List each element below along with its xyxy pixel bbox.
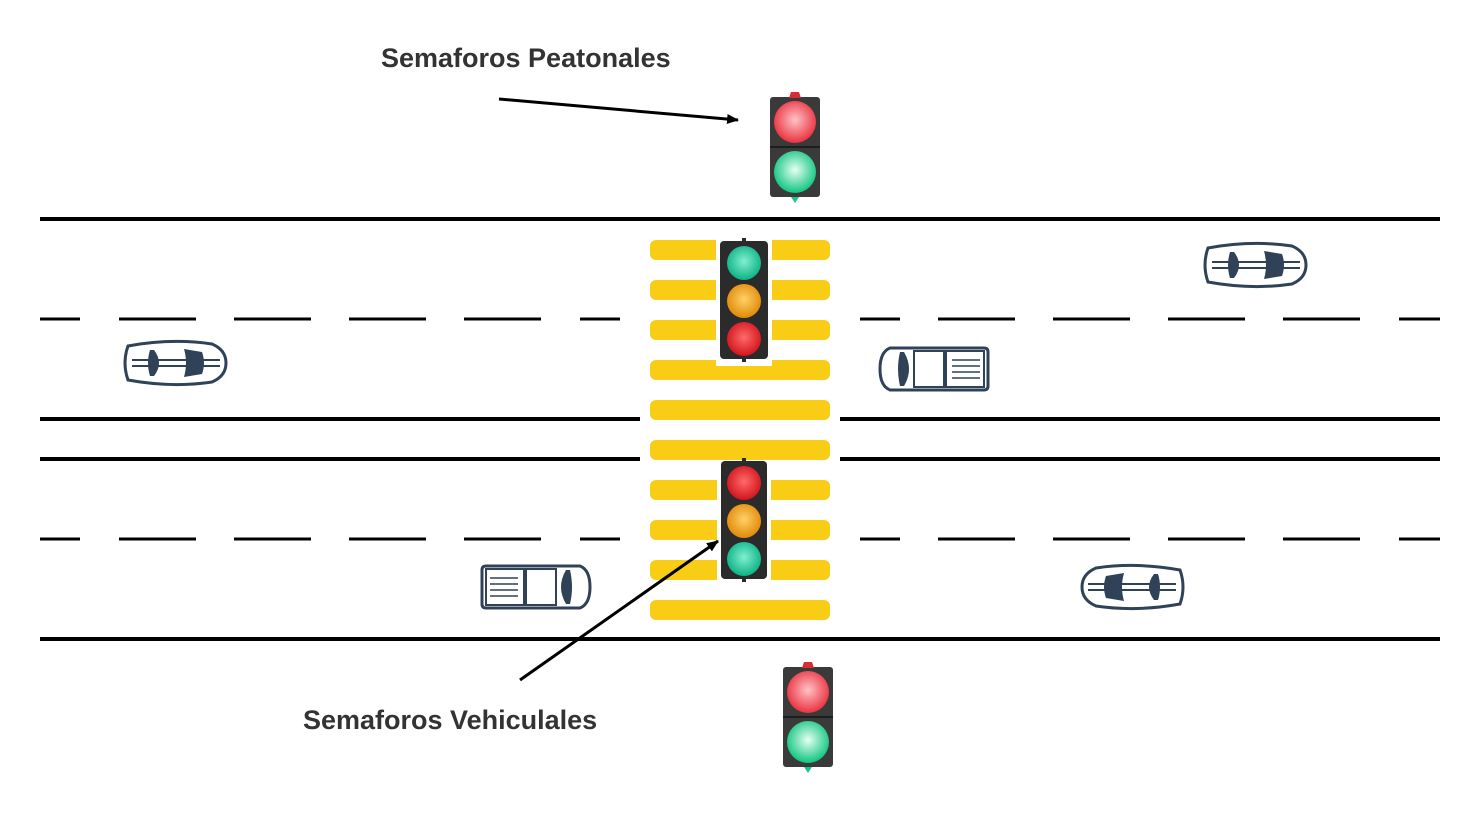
pedestrian-arrow (498, 97, 739, 125)
red-light-icon (727, 322, 761, 356)
sports-car-icon (123, 339, 228, 387)
green-light-icon (774, 151, 816, 193)
pickup-truck-icon (480, 564, 592, 610)
pickup-truck-icon (878, 346, 990, 392)
road-edge-lines (40, 217, 1440, 641)
green-light-icon (787, 721, 829, 763)
sports-car-icon (1080, 563, 1185, 611)
green-light-icon (727, 246, 761, 280)
pedestrian-light-bottom (783, 662, 833, 773)
lane-dashes (40, 317, 1440, 541)
vehicular-arrow (519, 539, 719, 682)
red-light-icon (727, 466, 761, 500)
red-light-icon (774, 101, 816, 143)
pedestrian-lights-label: Semaforos Peatonales (381, 43, 671, 73)
vehicular-lights-label: Semaforos Vehiculales (303, 705, 597, 735)
green-light-icon (727, 542, 761, 576)
road (40, 217, 1440, 641)
amber-light-icon (727, 284, 761, 318)
sports-car-icon (1203, 241, 1308, 289)
amber-light-icon (727, 504, 761, 538)
vehicular-light-top (716, 238, 772, 366)
pedestrian-light-top (770, 92, 820, 203)
vehicular-light-bottom (717, 458, 771, 586)
red-light-icon (787, 671, 829, 713)
